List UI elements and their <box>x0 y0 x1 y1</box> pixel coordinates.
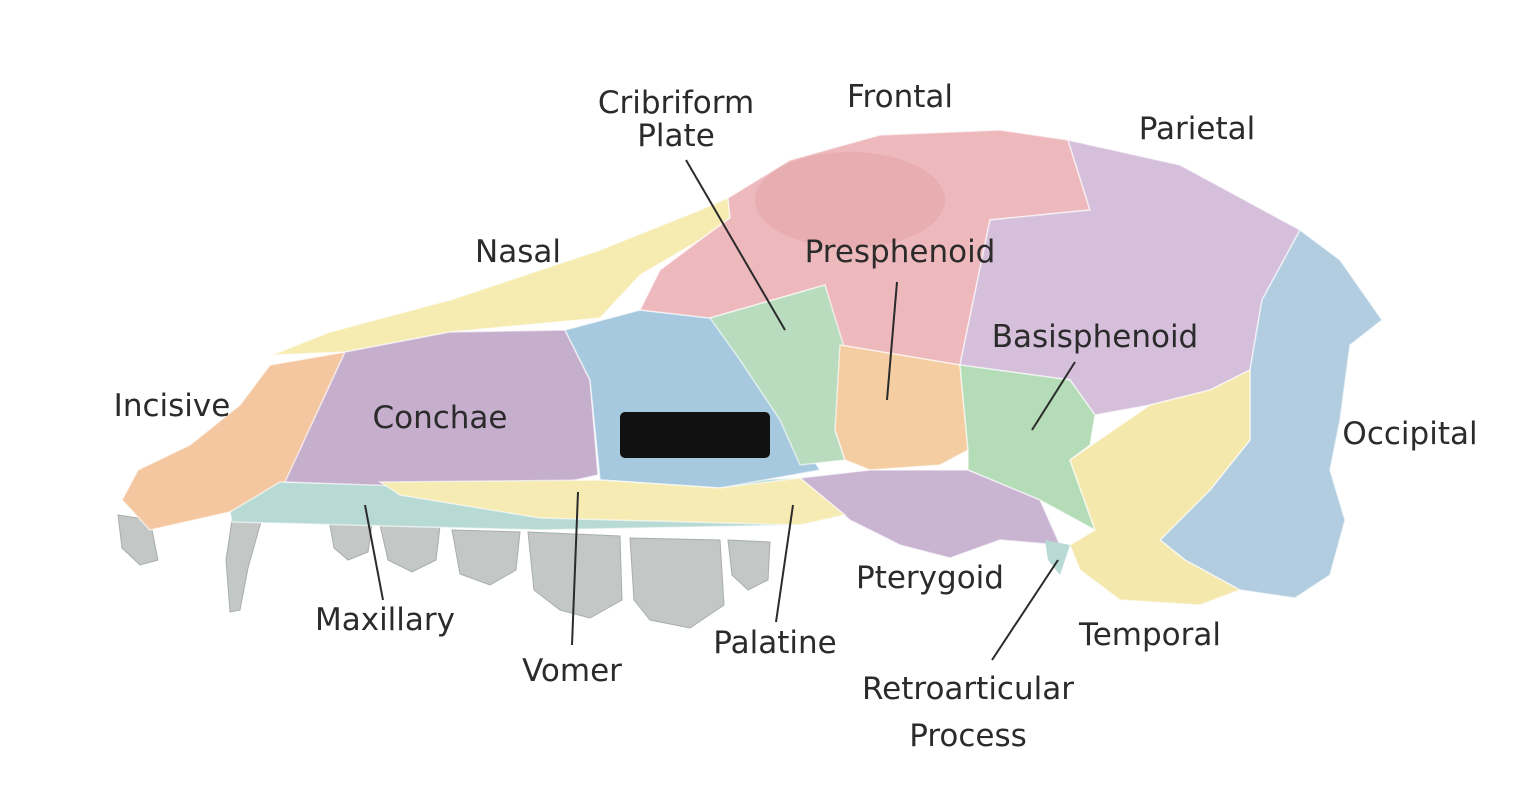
label-pterygoid: Pterygoid <box>856 560 1004 596</box>
labels: Cribriform Plate Frontal Parietal Nasal … <box>114 79 1478 754</box>
leader-maxillary <box>364 504 384 601</box>
pterygoid-bone <box>798 469 1062 559</box>
label-incisive: Incisive <box>114 388 231 424</box>
label-palatine: Palatine <box>713 625 836 661</box>
label-basisphenoid: Basisphenoid <box>992 319 1198 355</box>
label-conchae: Conchae <box>372 400 507 436</box>
label-presphenoid: Presphenoid <box>805 234 996 270</box>
palatine-bone <box>377 477 847 526</box>
leader-basisphenoid <box>1031 361 1076 431</box>
label-cribriform-line1: Cribriform <box>598 85 754 121</box>
leader-palatine <box>775 504 794 623</box>
presphenoid-bone <box>834 344 969 471</box>
bones <box>121 129 1384 606</box>
label-retroarticular-line2: Process <box>909 718 1027 754</box>
leader-retroarticular <box>991 559 1059 661</box>
label-frontal: Frontal <box>847 79 953 115</box>
redaction-bar <box>620 412 770 458</box>
label-maxillary: Maxillary <box>315 602 455 638</box>
leader-vomer <box>571 491 579 646</box>
retroarticular-process <box>1045 540 1070 575</box>
label-nasal: Nasal <box>475 234 561 270</box>
label-vomer: Vomer <box>522 653 622 689</box>
temporal-bone <box>1069 368 1251 606</box>
leader-lines <box>364 159 1076 661</box>
label-cribriform-line2: Plate <box>637 118 715 154</box>
label-parietal: Parietal <box>1139 111 1256 147</box>
label-occipital: Occipital <box>1342 416 1477 452</box>
label-retroarticular-line1: Retroarticular <box>862 671 1074 707</box>
leader-presphenoid <box>886 281 898 401</box>
leader-cribriform <box>685 159 786 331</box>
conchae-region <box>283 329 599 489</box>
frontal-sinus <box>755 152 945 248</box>
label-temporal: Temporal <box>1078 617 1221 653</box>
